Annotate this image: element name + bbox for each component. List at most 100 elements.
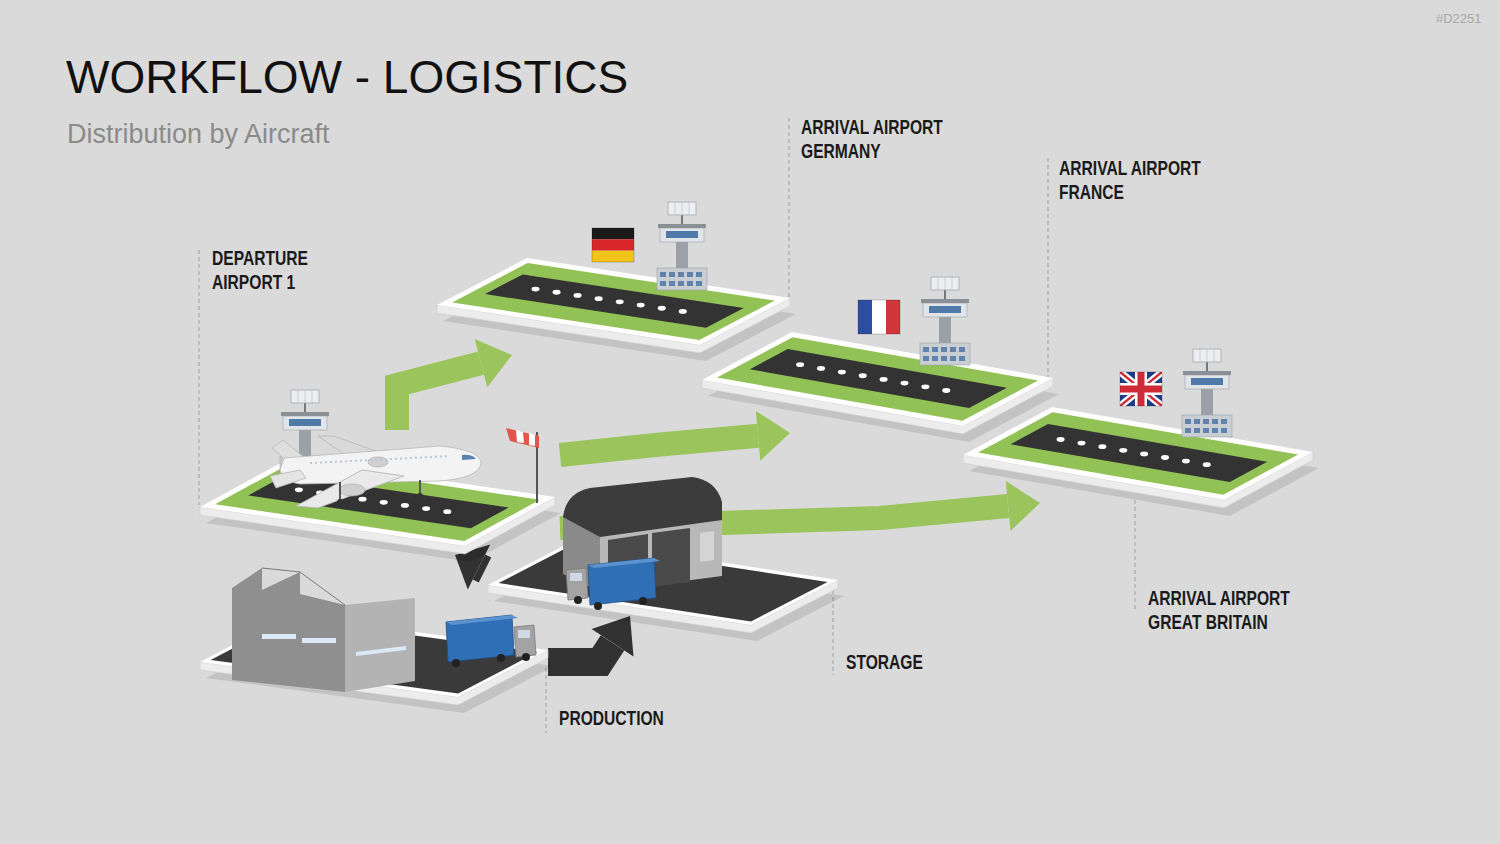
tower-window <box>1203 428 1209 433</box>
tower-window <box>1212 419 1218 424</box>
truck-cab <box>514 625 536 657</box>
node-label: ARRIVAL AIRPORT FRANCE <box>1059 156 1215 204</box>
truck-wheel <box>639 597 647 605</box>
grass <box>215 463 540 541</box>
watermark: #D2251 <box>1436 11 1482 26</box>
flow-arrow <box>560 411 790 461</box>
radar-panel <box>1193 349 1221 362</box>
flag-field <box>1120 372 1162 406</box>
flag-saltire <box>1120 372 1162 406</box>
tower-window <box>923 347 929 352</box>
runway-light <box>553 290 561 295</box>
truck-roof <box>446 615 518 625</box>
tower-window <box>959 347 965 352</box>
flag-stripe <box>592 251 634 262</box>
title: WORKFLOW - LOGISTICS <box>66 54 628 100</box>
node-label: ARRIVAL AIRPORT GREAT BRITAIN <box>1148 586 1304 634</box>
runway-light <box>574 293 582 298</box>
tower-window <box>696 281 702 286</box>
factory-wall <box>345 598 415 692</box>
windsock-stripe <box>516 430 524 443</box>
tower-glass <box>1191 378 1223 385</box>
factory-window <box>356 646 406 656</box>
tower-shaft <box>299 430 311 456</box>
arrow-body <box>397 363 481 430</box>
runway-light <box>942 388 950 393</box>
runway-light <box>901 381 909 386</box>
arrow-body <box>560 436 758 455</box>
tower-window <box>1203 419 1209 424</box>
grass <box>717 337 1038 421</box>
runway-light <box>1203 462 1211 467</box>
leader-line <box>198 250 199 505</box>
node-label: PRODUCTION <box>559 706 715 730</box>
flag-stripe <box>592 239 634 250</box>
flag-border <box>1120 372 1162 406</box>
leader-line <box>788 118 789 300</box>
plane-cockpit <box>462 455 476 460</box>
platform-drawing <box>435 250 792 355</box>
truck-wheel <box>522 653 530 661</box>
tower-window <box>1194 419 1200 424</box>
platform-top <box>437 258 790 345</box>
runway-light <box>380 500 388 505</box>
flag-saltire <box>1120 372 1162 406</box>
plane-stabilizer <box>270 470 306 488</box>
truck-wheel <box>452 659 460 667</box>
tower-window <box>1221 419 1227 424</box>
platform-top <box>963 407 1313 500</box>
grass <box>452 263 775 340</box>
truck-cab <box>566 568 588 600</box>
airport-platform: ARRIVAL AIRPORT FRANCE <box>700 325 1057 433</box>
tower-window <box>660 281 666 286</box>
tower-roof <box>658 224 706 228</box>
runway-light <box>1182 459 1190 464</box>
arrow-head <box>1006 481 1040 531</box>
radar-grid <box>689 202 690 215</box>
tower-cab <box>660 228 704 242</box>
tower-window <box>669 281 675 286</box>
radar-grid <box>952 277 953 290</box>
flag-saltire <box>1120 372 1162 406</box>
platform-drawing <box>960 400 1317 503</box>
plane-gear <box>339 482 341 500</box>
runway-light <box>532 287 540 292</box>
tower-glass <box>929 306 961 313</box>
tower-roof <box>921 299 969 303</box>
flag <box>858 300 900 334</box>
tower-window <box>669 272 675 277</box>
tower-shaft <box>676 242 688 268</box>
runway-light <box>1119 448 1127 453</box>
truck-window <box>518 630 530 638</box>
tower-mast <box>304 403 306 412</box>
tower-mast <box>681 215 683 224</box>
plane-gear <box>419 480 421 494</box>
flag-stripe <box>872 300 886 334</box>
runway-light <box>443 509 451 514</box>
tower-window <box>1212 428 1218 433</box>
radar-grid <box>305 390 306 403</box>
flag-cross <box>1120 386 1162 393</box>
node-label: DEPARTURE AIRPORT 1 <box>212 246 368 294</box>
radar-grid <box>945 277 946 290</box>
flag-stripe <box>886 300 900 334</box>
platform-drawing <box>700 325 1057 433</box>
plane-engine <box>339 484 365 496</box>
windsock-stripe <box>529 433 535 446</box>
windsock <box>506 428 539 448</box>
hangar-roof <box>563 477 722 537</box>
radar-grid <box>1207 349 1208 362</box>
radar-grid <box>675 202 676 215</box>
factory-window <box>262 634 296 639</box>
radar-grid <box>298 390 299 403</box>
runway-light <box>796 362 804 367</box>
tower-cab <box>283 416 327 430</box>
flag-saltire <box>1120 372 1162 406</box>
tower-window <box>923 356 929 361</box>
plane-wheel <box>417 493 423 499</box>
arrow-head <box>475 339 512 387</box>
arrow-head <box>592 616 634 657</box>
leader-line <box>1134 500 1135 612</box>
flag-stripe <box>592 228 634 239</box>
radar-grid <box>938 277 939 290</box>
